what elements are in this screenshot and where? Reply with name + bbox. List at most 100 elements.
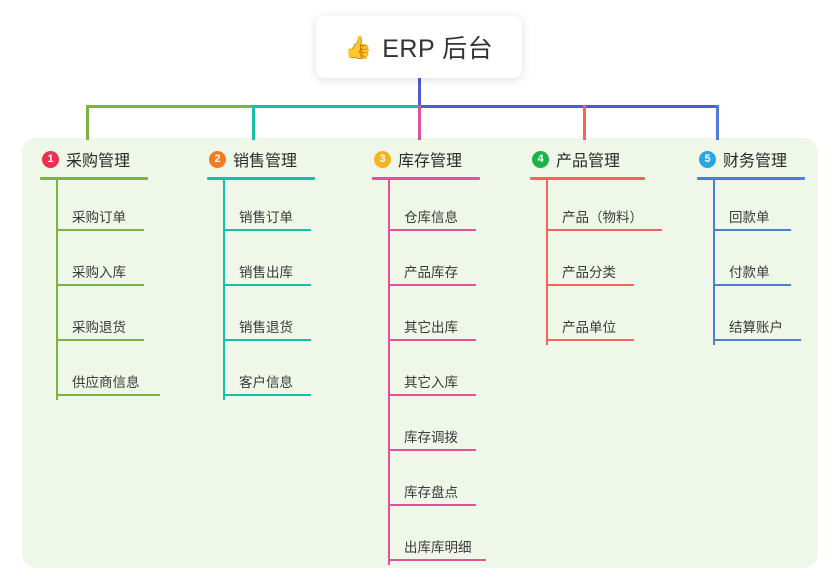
branch-item-underline (713, 339, 801, 341)
branch-item[interactable]: 采购入库 (40, 235, 190, 290)
branch-item[interactable]: 销售出库 (207, 235, 357, 290)
branches-panel (22, 138, 818, 568)
branch-item-label: 供应商信息 (72, 375, 140, 390)
branch-badge-2: 2 (209, 150, 226, 168)
branch-header-3[interactable]: 3 库存管理 (372, 146, 522, 172)
branch-item-label: 付款单 (729, 265, 770, 280)
branch-badge-4: 4 (532, 150, 549, 168)
connector-drop-1 (86, 105, 89, 140)
branch-item-underline (388, 449, 476, 451)
branch-item-underline (713, 284, 791, 286)
branch-item[interactable]: 供应商信息 (40, 345, 190, 400)
branch-underline-3 (372, 177, 480, 180)
branch-label-5: 财务管理 (723, 153, 788, 170)
branch-item-label: 采购入库 (72, 265, 126, 280)
branch-item-label: 其它出库 (404, 320, 458, 335)
branch-item[interactable]: 库存盘点 (372, 455, 522, 510)
branch-item[interactable]: 销售退货 (207, 290, 357, 345)
branch-spine-3 (388, 180, 390, 565)
branch-spine-2 (223, 180, 225, 400)
branch-item[interactable]: 产品单位 (530, 290, 680, 345)
branch-column-5: 5 财务管理回款单付款单结算账户 (697, 146, 839, 345)
branch-item-underline (223, 394, 311, 396)
branch-item-underline (56, 229, 144, 231)
branch-item[interactable]: 产品（物料） (530, 180, 680, 235)
branch-item-underline (388, 284, 476, 286)
root-node[interactable]: 👍 ERP 后台 (316, 16, 522, 78)
branch-item-label: 产品单位 (562, 320, 616, 335)
branch-item[interactable]: 销售订单 (207, 180, 357, 235)
branch-item[interactable]: 仓库信息 (372, 180, 522, 235)
connector-bar-segment-3 (418, 105, 718, 108)
branch-item-underline (546, 229, 662, 231)
branch-item[interactable]: 付款单 (697, 235, 839, 290)
branch-item[interactable]: 其它出库 (372, 290, 522, 345)
branch-item[interactable]: 产品分类 (530, 235, 680, 290)
branch-header-5[interactable]: 5 财务管理 (697, 146, 839, 172)
branch-item-underline (388, 339, 476, 341)
branch-item[interactable]: 其它入库 (372, 345, 522, 400)
branch-item-label: 回款单 (729, 210, 770, 225)
branch-label-4: 产品管理 (556, 153, 621, 170)
connector-bar-segment-1 (86, 105, 253, 108)
connector-drop-4 (583, 105, 586, 140)
branch-item[interactable]: 产品库存 (372, 235, 522, 290)
branch-item-underline (388, 229, 476, 231)
branch-children-1: 采购订单采购入库采购退货供应商信息 (40, 180, 190, 400)
connector-bar-segment-2 (252, 105, 420, 108)
branch-children-4: 产品（物料） 产品分类产品单位 (530, 180, 680, 345)
branch-item-underline (223, 284, 311, 286)
branch-label-2: 销售管理 (233, 153, 298, 170)
branch-item-label: 结算账户 (729, 320, 783, 335)
branch-item-underline (223, 339, 311, 341)
branch-item[interactable]: 采购订单 (40, 180, 190, 235)
connector-drop-2 (252, 105, 255, 140)
branch-item[interactable]: 结算账户 (697, 290, 839, 345)
branch-header-4[interactable]: 4 产品管理 (530, 146, 680, 172)
branch-underline-2 (207, 177, 315, 180)
branch-underline-5 (697, 177, 805, 180)
branch-item[interactable]: 客户信息 (207, 345, 357, 400)
branch-item-label: 库存调拨 (404, 430, 458, 445)
branch-item-label: 其它入库 (404, 375, 458, 390)
thumbs-up-icon: 👍 (344, 35, 373, 60)
branch-item-underline (546, 284, 634, 286)
branch-item-underline (56, 339, 144, 341)
branch-item-underline (388, 504, 476, 506)
connector-drop-3 (418, 105, 421, 140)
branch-item[interactable]: 库存调拨 (372, 400, 522, 455)
root-connector-stem (418, 78, 421, 106)
branch-item[interactable]: 采购退货 (40, 290, 190, 345)
branch-badge-3: 3 (374, 150, 391, 168)
branch-item-label: 库存盘点 (404, 485, 458, 500)
branch-item-underline (56, 284, 144, 286)
branch-underline-1 (40, 177, 148, 180)
branch-item-label: 产品分类 (562, 265, 616, 280)
branch-children-5: 回款单付款单结算账户 (697, 180, 839, 345)
root-title: ERP 后台 (382, 35, 494, 63)
branch-item-underline (546, 339, 634, 341)
branch-item-label: 产品库存 (404, 265, 458, 280)
branch-item[interactable]: 回款单 (697, 180, 839, 235)
branch-badge-1: 1 (42, 150, 59, 168)
branch-column-4: 4 产品管理产品（物料） 产品分类产品单位 (530, 146, 680, 345)
branch-spine-1 (56, 180, 58, 400)
branch-item-underline (388, 394, 476, 396)
branch-item-label: 采购退货 (72, 320, 126, 335)
branch-item-label: 产品（物料） (562, 210, 643, 225)
branch-badge-5: 5 (699, 150, 716, 168)
branch-item-label: 销售订单 (239, 210, 293, 225)
branch-label-3: 库存管理 (398, 153, 463, 170)
branch-children-3: 仓库信息产品库存其它出库其它入库库存调拨库存盘点出库库明细 (372, 180, 522, 565)
branch-item-label: 客户信息 (239, 375, 293, 390)
connector-drop-5 (716, 105, 719, 140)
branch-column-2: 2 销售管理销售订单销售出库销售退货客户信息 (207, 146, 357, 400)
branch-item-label: 销售出库 (239, 265, 293, 280)
branch-item-label: 销售退货 (239, 320, 293, 335)
branch-item-underline (56, 394, 160, 396)
branch-item[interactable]: 出库库明细 (372, 510, 522, 565)
branch-header-2[interactable]: 2 销售管理 (207, 146, 357, 172)
